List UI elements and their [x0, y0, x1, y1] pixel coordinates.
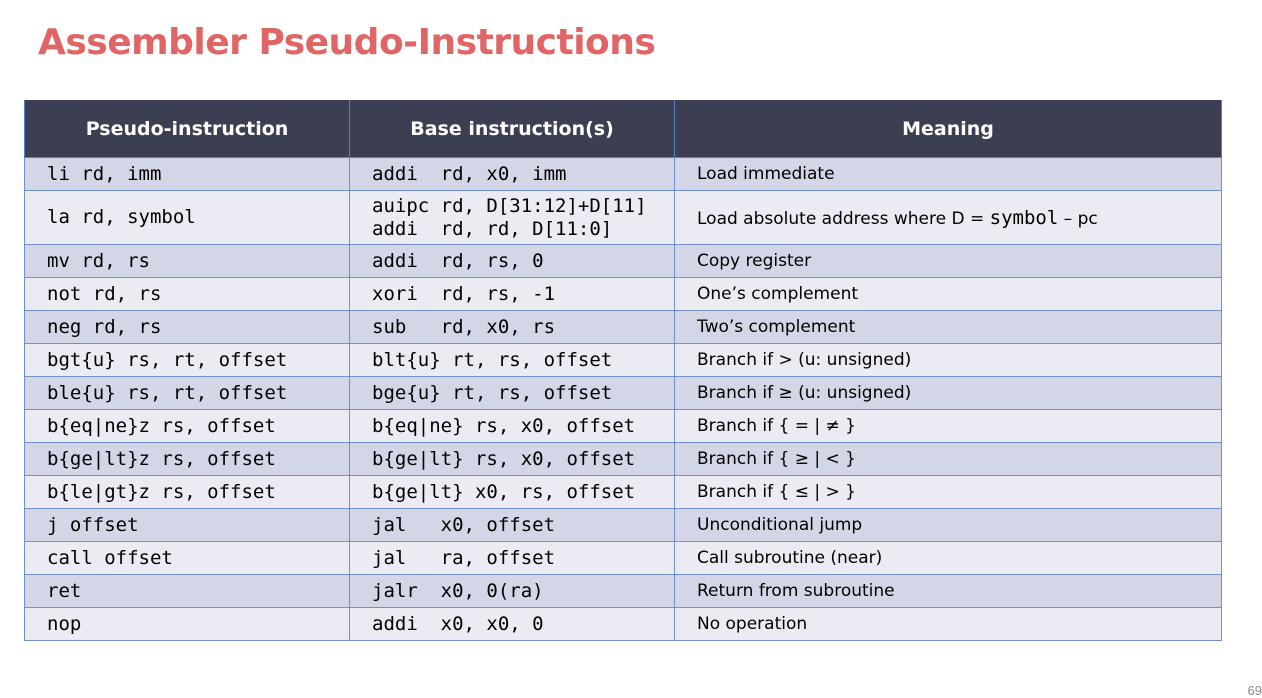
meaning-code: symbol: [989, 206, 1059, 229]
table-row: ble{u} rs, rt, offset bge{u} rt, rs, off…: [24, 376, 1222, 410]
base-cell: b{ge|lt} x0, rs, offset: [349, 475, 675, 509]
table-row: li rd, imm addi rd, x0, imm Load immedia…: [24, 157, 1222, 191]
pseudo-cell: j offset: [24, 508, 350, 542]
pseudo-cell: mv rd, rs: [24, 244, 350, 278]
base-line: b{ge|lt} rs, x0, offset: [372, 447, 636, 470]
base-cell: xori rd, rs, -1: [349, 277, 675, 311]
meaning-cell: Branch if > (u: unsigned): [674, 343, 1222, 377]
pseudo-cell: b{ge|lt}z rs, offset: [24, 442, 350, 476]
meaning-cell: Unconditional jump: [674, 508, 1222, 542]
pseudo-cell: b{eq|ne}z rs, offset: [24, 409, 350, 443]
table-row: bgt{u} rs, rt, offset blt{u} rt, rs, off…: [24, 343, 1222, 377]
pseudo-cell: nop: [24, 607, 350, 641]
base-line: sub rd, x0, rs: [372, 315, 556, 338]
table-row: neg rd, rs sub rd, x0, rs Two’s compleme…: [24, 310, 1222, 344]
base-cell: jal x0, offset: [349, 508, 675, 542]
pseudo-cell: la rd, symbol: [24, 190, 350, 245]
base-line: xori rd, rs, -1: [372, 282, 556, 305]
base-cell: b{ge|lt} rs, x0, offset: [349, 442, 675, 476]
meaning-cell: Two’s complement: [674, 310, 1222, 344]
meaning-suffix: – pc: [1058, 208, 1098, 229]
meaning-cell: No operation: [674, 607, 1222, 641]
base-cell: bge{u} rt, rs, offset: [349, 376, 675, 410]
meaning-cell: Branch if { = | ≠ }: [674, 409, 1222, 443]
meaning-prefix: Load absolute address where D =: [697, 208, 990, 229]
header-meaning: Meaning: [674, 100, 1222, 158]
pseudo-cell: not rd, rs: [24, 277, 350, 311]
base-line: addi rd, rd, D[11:0]: [372, 217, 613, 240]
meaning-cell: Branch if { ≤ | > }: [674, 475, 1222, 509]
table-row: b{eq|ne}z rs, offset b{eq|ne} rs, x0, of…: [24, 409, 1222, 443]
base-line: b{ge|lt} x0, rs, offset: [372, 480, 636, 503]
pseudo-instruction-table: Pseudo-instruction Base instruction(s) M…: [24, 100, 1222, 641]
base-cell: addi rd, x0, imm: [349, 157, 675, 191]
table-row: b{le|gt}z rs, offset b{ge|lt} x0, rs, of…: [24, 475, 1222, 509]
table-row: mv rd, rs addi rd, rs, 0 Copy register: [24, 244, 1222, 278]
base-line: addi rd, x0, imm: [372, 162, 567, 185]
meaning-cell: Branch if ≥ (u: unsigned): [674, 376, 1222, 410]
pseudo-cell: li rd, imm: [24, 157, 350, 191]
base-cell: jalr x0, 0(ra): [349, 574, 675, 608]
base-line: jal x0, offset: [372, 513, 556, 536]
base-line: b{eq|ne} rs, x0, offset: [372, 414, 636, 437]
meaning-cell: Call subroutine (near): [674, 541, 1222, 575]
base-line: auipc rd, D[31:12]+D[11]: [372, 194, 647, 217]
base-line: addi x0, x0, 0: [372, 612, 544, 635]
table-header-row: Pseudo-instruction Base instruction(s) M…: [24, 100, 1222, 158]
table-row: ret jalr x0, 0(ra) Return from subroutin…: [24, 574, 1222, 608]
meaning-cell: Return from subroutine: [674, 574, 1222, 608]
base-cell: addi x0, x0, 0: [349, 607, 675, 641]
pseudo-cell: call offset: [24, 541, 350, 575]
meaning-cell: Copy register: [674, 244, 1222, 278]
base-cell: sub rd, x0, rs: [349, 310, 675, 344]
meaning-cell: Branch if { ≥ | < }: [674, 442, 1222, 476]
table-row: la rd, symbol auipc rd, D[31:12]+D[11] a…: [24, 190, 1222, 245]
pseudo-cell: ret: [24, 574, 350, 608]
pseudo-cell: bgt{u} rs, rt, offset: [24, 343, 350, 377]
meaning-cell: Load absolute address where D = symbol –…: [674, 190, 1222, 245]
meaning-cell: One’s complement: [674, 277, 1222, 311]
base-line: blt{u} rt, rs, offset: [372, 348, 613, 371]
slide-title: Assembler Pseudo-Instructions: [38, 22, 656, 63]
pseudo-instruction-table-container: Pseudo-instruction Base instruction(s) M…: [24, 100, 1222, 641]
base-line: jalr x0, 0(ra): [372, 579, 544, 602]
base-cell: addi rd, rs, 0: [349, 244, 675, 278]
pseudo-cell: b{le|gt}z rs, offset: [24, 475, 350, 509]
base-cell: jal ra, offset: [349, 541, 675, 575]
base-cell: blt{u} rt, rs, offset: [349, 343, 675, 377]
table-row: b{ge|lt}z rs, offset b{ge|lt} rs, x0, of…: [24, 442, 1222, 476]
base-line: addi rd, rs, 0: [372, 249, 544, 272]
table-body: li rd, imm addi rd, x0, imm Load immedia…: [24, 157, 1222, 641]
meaning-cell: Load immediate: [674, 157, 1222, 191]
base-cell: auipc rd, D[31:12]+D[11] addi rd, rd, D[…: [349, 190, 675, 245]
header-pseudo-instruction: Pseudo-instruction: [24, 100, 350, 158]
table-row: nop addi x0, x0, 0 No operation: [24, 607, 1222, 641]
header-base-instructions: Base instruction(s): [349, 100, 675, 158]
pseudo-cell: neg rd, rs: [24, 310, 350, 344]
base-line: bge{u} rt, rs, offset: [372, 381, 613, 404]
pseudo-cell: ble{u} rs, rt, offset: [24, 376, 350, 410]
table-header: Pseudo-instruction Base instruction(s) M…: [24, 100, 1222, 158]
table-row: not rd, rs xori rd, rs, -1 One’s complem…: [24, 277, 1222, 311]
page-number: 69: [1247, 683, 1262, 698]
base-cell: b{eq|ne} rs, x0, offset: [349, 409, 675, 443]
base-line: jal ra, offset: [372, 546, 556, 569]
table-row: call offset jal ra, offset Call subrouti…: [24, 541, 1222, 575]
table-row: j offset jal x0, offset Unconditional ju…: [24, 508, 1222, 542]
